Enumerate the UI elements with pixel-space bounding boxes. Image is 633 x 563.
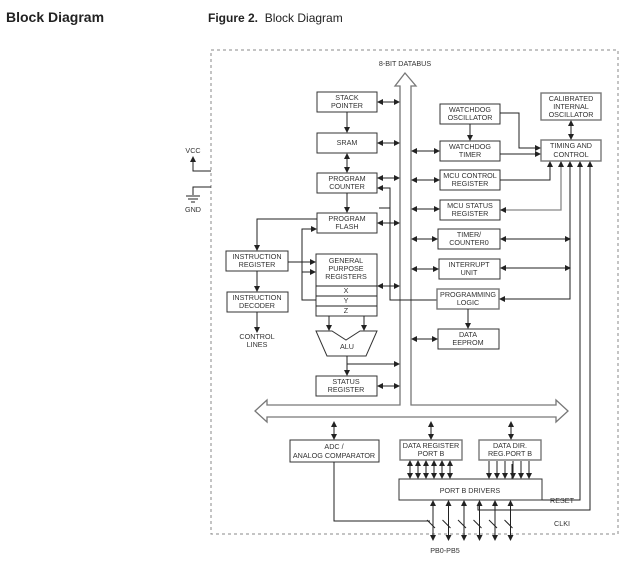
- register-y: Y: [344, 296, 349, 305]
- svg-text:DATA REGISTER: DATA REGISTER: [403, 441, 459, 450]
- port-b-drivers-block: PORT B DRIVERS: [398, 478, 543, 501]
- svg-text:ANALOG COMPARATOR: ANALOG COMPARATOR: [293, 451, 375, 460]
- svg-text:TIMER/: TIMER/: [457, 230, 481, 239]
- data-register-bus-lines: [407, 460, 453, 479]
- svg-text:REGISTER: REGISTER: [328, 385, 365, 394]
- control-lines-label: CONTROL: [239, 332, 274, 341]
- data-eeprom-block: DATA EEPROM: [437, 328, 500, 350]
- svg-text:LOGIC: LOGIC: [457, 298, 479, 307]
- svg-text:REGISTERS: REGISTERS: [325, 272, 367, 281]
- svg-text:PORT B DRIVERS: PORT B DRIVERS: [440, 486, 501, 495]
- figure-number: Figure 2.: [208, 11, 259, 25]
- register-x: X: [344, 286, 349, 295]
- svg-text:WATCHDOG: WATCHDOG: [449, 142, 491, 151]
- svg-text:POINTER: POINTER: [331, 101, 363, 110]
- interrupt-unit-block: INTERRUPT UNIT: [438, 258, 501, 280]
- svg-text:INTERRUPT: INTERRUPT: [448, 260, 490, 269]
- instruction-decoder-block: INSTRUCTION DECODER: [226, 291, 289, 313]
- program-counter-block: PROGRAM COUNTER: [316, 172, 378, 194]
- general-purpose-registers-block: GENERAL PURPOSE REGISTERS X Y Z: [315, 253, 378, 317]
- pin-tick: [457, 519, 467, 529]
- vcc-arrow-icon: [190, 156, 196, 162]
- gnd-line: [192, 186, 211, 195]
- svg-text:STATUS: STATUS: [332, 377, 359, 386]
- data-register-port-b-block: DATA REGISTER PORT B: [399, 439, 463, 461]
- pin-lines: [426, 500, 514, 541]
- alu-block: ALU: [315, 330, 378, 357]
- svg-text:INSTRUCTION: INSTRUCTION: [232, 252, 281, 261]
- svg-text:DECODER: DECODER: [239, 301, 275, 310]
- register-z: Z: [344, 306, 349, 315]
- svg-text:OSCILLATOR: OSCILLATOR: [549, 110, 594, 119]
- svg-text:MCU CONTROL: MCU CONTROL: [443, 171, 497, 180]
- pin-tick: [488, 519, 498, 529]
- pin-tick: [426, 519, 436, 529]
- svg-text:PROGRAM: PROGRAM: [328, 214, 365, 223]
- watchdog-oscillator-block: WATCHDOG OSCILLATOR: [439, 103, 501, 125]
- databus: [254, 71, 569, 424]
- svg-text:REGISTER: REGISTER: [452, 179, 489, 188]
- svg-text:INSTRUCTION: INSTRUCTION: [232, 293, 281, 302]
- reset-label: RESET: [550, 496, 575, 505]
- mcu-control-register-block: MCU CONTROL REGISTER: [439, 169, 501, 191]
- pin-tick: [473, 519, 482, 529]
- svg-text:CALIBRATED: CALIBRATED: [549, 94, 594, 103]
- svg-text:ALU: ALU: [340, 342, 354, 351]
- programming-logic-block: PROGRAMMING LOGIC: [436, 288, 500, 310]
- svg-text:WATCHDOG: WATCHDOG: [449, 105, 491, 114]
- svg-text:OSCILLATOR: OSCILLATOR: [448, 113, 493, 122]
- svg-text:COUNTER: COUNTER: [329, 182, 365, 191]
- data-dir-port-b-block: DATA DIR. REG.PORT B: [478, 439, 542, 461]
- vcc-line: [192, 157, 211, 172]
- svg-text:EEPROM: EEPROM: [452, 338, 483, 347]
- section-title: Block Diagram: [6, 9, 105, 25]
- instruction-register-block: INSTRUCTION REGISTER: [225, 250, 289, 272]
- ground-icon: [186, 195, 200, 203]
- watchdog-timer-block: WATCHDOG TIMER: [439, 140, 501, 162]
- svg-text:DATA DIR.: DATA DIR.: [493, 441, 527, 450]
- svg-text:TIMING AND: TIMING AND: [550, 141, 592, 150]
- databus-label: 8-BIT DATABUS: [379, 59, 432, 68]
- stack-pointer-block: STACK POINTER: [316, 91, 378, 113]
- pin-tick: [504, 519, 513, 529]
- svg-text:ADC /: ADC /: [324, 442, 343, 451]
- gnd-label: GND: [185, 205, 201, 214]
- svg-text:STACK: STACK: [335, 93, 359, 102]
- svg-text:TIMER: TIMER: [459, 150, 481, 159]
- svg-text:SRAM: SRAM: [337, 138, 358, 147]
- calibrated-oscillator-block: CALIBRATED INTERNAL OSCILLATOR: [540, 92, 602, 121]
- svg-text:UNIT: UNIT: [461, 268, 478, 277]
- svg-text:REGISTER: REGISTER: [452, 209, 489, 218]
- svg-text:MCU STATUS: MCU STATUS: [447, 201, 493, 210]
- svg-text:INTERNAL: INTERNAL: [553, 102, 589, 111]
- svg-text:PROGRAM: PROGRAM: [328, 174, 365, 183]
- control-lines-label-2: LINES: [247, 340, 268, 349]
- status-register-block: STATUS REGISTER: [315, 375, 378, 397]
- mcu-status-register-block: MCU STATUS REGISTER: [439, 199, 501, 221]
- svg-text:REGISTER: REGISTER: [239, 260, 276, 269]
- svg-text:PURPOSE: PURPOSE: [328, 264, 363, 273]
- figure-caption: Figure 2. Block Diagram: [208, 11, 343, 25]
- pin-tick: [442, 519, 451, 529]
- svg-text:FLASH: FLASH: [335, 222, 358, 231]
- timer-counter-block: TIMER/ COUNTER0: [437, 228, 501, 250]
- data-dir-bus-lines: [486, 461, 532, 479]
- program-flash-block: PROGRAM FLASH: [316, 212, 378, 234]
- pins-label: PB0-PB5: [430, 546, 460, 555]
- svg-text:PROGRAMMING: PROGRAMMING: [440, 290, 496, 299]
- timing-control-block: TIMING AND CONTROL: [540, 139, 602, 162]
- vcc-label: VCC: [185, 146, 200, 155]
- figure-title: Block Diagram: [264, 11, 343, 25]
- svg-text:REG.PORT B: REG.PORT B: [488, 449, 532, 458]
- svg-text:COUNTER0: COUNTER0: [449, 238, 489, 247]
- svg-text:GENERAL: GENERAL: [329, 256, 363, 265]
- svg-text:DATA: DATA: [459, 330, 477, 339]
- adc-comparator-block: ADC / ANALOG COMPARATOR: [289, 439, 380, 463]
- svg-text:CONTROL: CONTROL: [553, 150, 588, 159]
- clki-label: CLKI: [554, 519, 570, 528]
- sram-block: SRAM: [316, 132, 378, 154]
- chip-boundary: [210, 49, 619, 535]
- svg-text:PORT B: PORT B: [418, 449, 445, 458]
